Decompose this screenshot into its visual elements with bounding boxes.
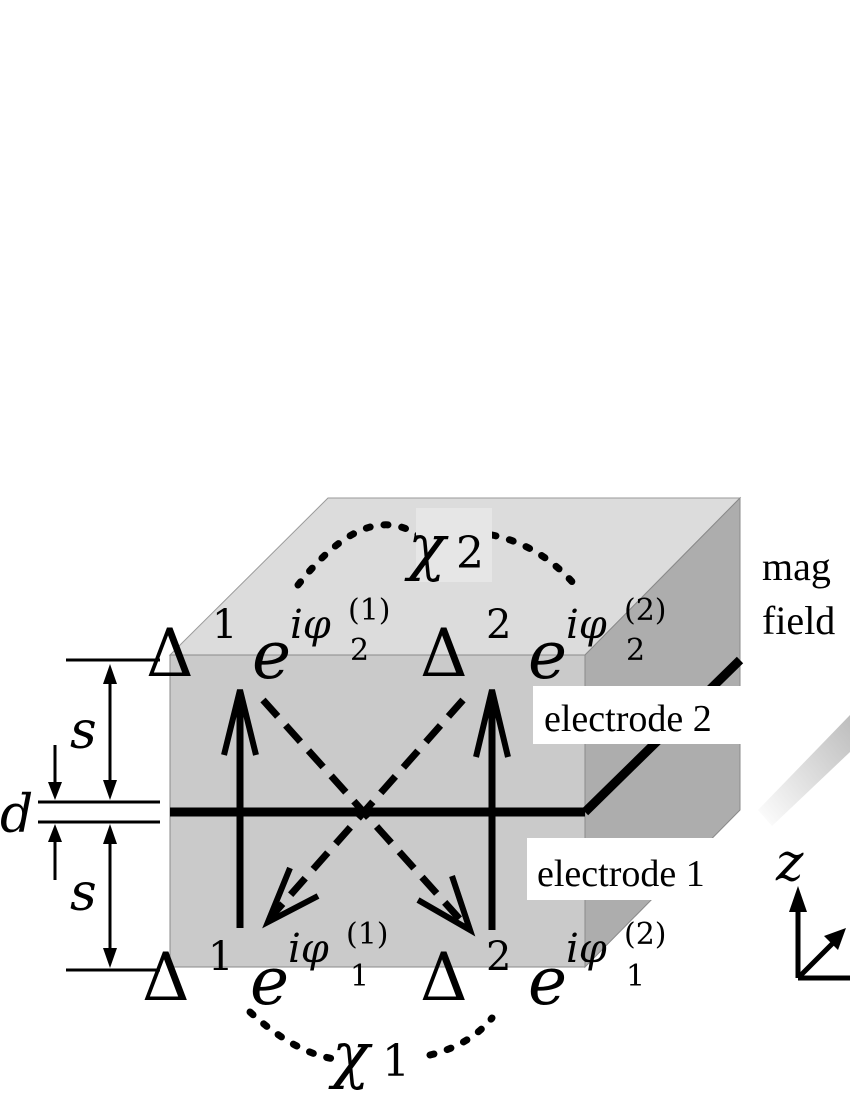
phase-top-2-subscript: 2 [626,633,645,668]
dim-d-arrow-top-head [48,782,62,800]
phase-bot-1-subscript: 1 [350,959,369,994]
electrode-2-label: electrode 2 [544,698,712,740]
chi-top-subscript: 2 [456,528,484,579]
phase-bot-2-subscript: 1 [626,959,645,994]
phase-top-2-base: e [528,617,567,694]
phase-bot-1-superscript: (1) [346,917,389,952]
dim-s-top-arrow-head-down [103,780,117,800]
delta-bot-1-superscript: 1 [208,934,233,980]
arrow-right-vertical-head [473,689,511,758]
axis-z-arrowhead [789,886,807,912]
chi-top-dotted-arc-right [488,531,579,589]
phase-bot-2-exponent: iφ [566,926,607,972]
delta-bot-2: Δ [420,939,468,1016]
phase-bot-1-exponent: iφ [288,926,329,972]
chi-bottom-subscript: 1 [382,1036,410,1087]
dim-s-bottom-label: s [70,863,97,923]
phase-top-1-subscript: 2 [350,633,369,668]
chi-bottom-symbol: χ [328,1018,373,1091]
arrow-left-vertical-head [221,689,259,756]
axis-z-label: z [775,833,804,893]
dim-d-arrow-bottom-head [48,824,62,842]
delta-top-1: Δ [146,615,194,692]
phase-bot-2-base: e [528,943,567,1020]
chi-top-dotted-arc [294,521,422,589]
dim-s-bottom-arrow-head-down [103,948,117,968]
delta-top-2-superscript: 2 [486,602,511,648]
delta-bot-1: Δ [142,939,190,1016]
chi-top-symbol: χ [404,510,449,583]
phase-top-1-exponent: iφ [290,602,331,648]
arrow-cross-down-left [267,697,466,921]
chi-bottom-dotted-arc-right [426,1014,496,1059]
magnetic-field-label-line1: mag [762,544,831,589]
chi-bottom-dotted-arc [246,1008,349,1064]
delta-top-2: Δ [420,615,468,692]
phase-top-1-base: e [252,617,291,694]
magnetic-field-arrow [758,715,850,826]
delta-top-1-superscript: 1 [212,602,237,648]
electrode-1-label-bg [527,838,757,900]
phase-bot-2-superscript: (2) [624,917,667,952]
dim-s-bottom-arrow-head-up [103,824,117,844]
delta-bot-2-superscript: 2 [486,934,511,980]
electrode-2-label-bg [533,686,768,744]
dim-s-top-arrow-head-up [103,664,117,684]
electrode-1-label: electrode 1 [537,853,705,895]
magnetic-field-label-line2: field [762,598,835,643]
chi-top-label-bg [416,508,492,582]
chi-bottom-label-bg [340,1018,426,1092]
axis-y-arrowhead [824,928,846,950]
phase-top-2-superscript: (2) [624,593,667,628]
dim-d-label: d [0,785,33,845]
phase-top-1-superscript: (1) [348,593,391,628]
arrow-cross-down-left-head [262,866,320,929]
arrow-cross-down-right-head [416,875,476,937]
dim-s-top-label: s [70,701,97,761]
phase-top-2-exponent: iφ [566,602,607,648]
phase-bot-1-base: e [250,943,289,1020]
